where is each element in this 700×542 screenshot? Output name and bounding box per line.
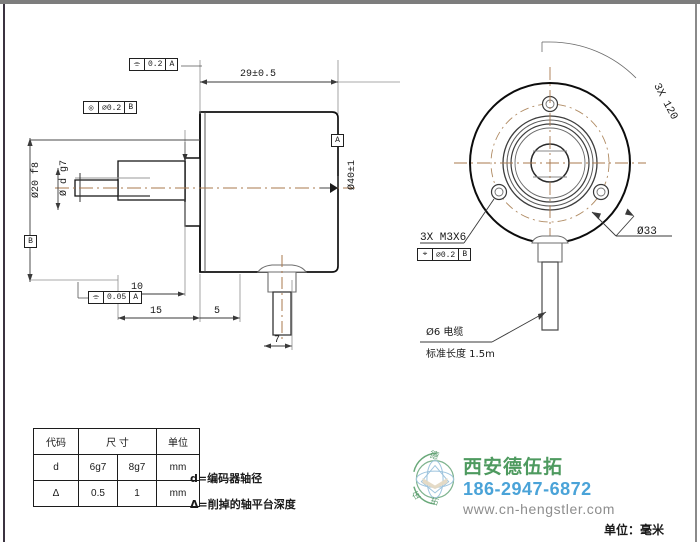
cell-dim2: 1: [117, 480, 157, 507]
fcf-perpendicularity-top: ⌯ 0.2 A: [129, 58, 179, 71]
annotation-bolt-circle: Ø33: [637, 226, 657, 238]
svg-text:拓: 拓: [429, 495, 440, 507]
dim-shaft-length: 10: [131, 282, 144, 293]
dim-cable-exit-offset: 7: [274, 335, 281, 346]
table-header-dimension: 尺 寸: [78, 428, 157, 455]
unit-note: 单位：毫米: [604, 523, 665, 537]
annotation-cable-length: 标准长度 1.5m: [426, 349, 495, 360]
cell-dim1: 6g7: [78, 454, 118, 481]
spec-table: 代码 尺 寸 单位 d 6g7 8g7 mm Δ 0.5 1 mm: [33, 428, 200, 507]
svg-text:伍: 伍: [410, 489, 422, 502]
datum-b-box: B: [24, 235, 37, 248]
dim-flange-diameter: Ø20 f8: [31, 161, 42, 198]
company-phone: 186-2947-6872: [463, 479, 592, 499]
table-header-row: 代码 尺 寸 单位: [33, 428, 200, 455]
fcf-datum: A: [133, 293, 139, 302]
fcf-runout: ◎ ⌀0.2 B: [83, 101, 138, 114]
dim-shaft-diameter: Ø d g7: [59, 159, 70, 196]
table-row: d 6g7 8g7 mm: [33, 454, 200, 481]
fcf-tolerance: ⌀0.2: [433, 249, 460, 260]
sheet-border-left: [3, 4, 5, 542]
dim-body-diameter: Ø40±1: [347, 159, 358, 190]
fcf-position: ⌖ ⌀0.2 B: [417, 248, 472, 261]
dim-overall-length: 29±0.5: [240, 69, 277, 80]
fcf-symbol-perpendicularity: ⌯: [89, 292, 104, 303]
cell-code: d: [33, 454, 79, 481]
cell-dim1: 0.5: [78, 480, 118, 507]
datum-a-box: A: [331, 134, 344, 147]
fcf-datum: B: [128, 103, 134, 112]
company-logo-icon: 德 伍 拓: [410, 448, 455, 507]
fcf-symbol-position: ⌖: [418, 249, 433, 260]
fcf-symbol-perpendicularity: ⌯: [130, 59, 145, 70]
left-view-geometry: [27, 60, 400, 350]
fcf-tolerance: 0.2: [145, 59, 167, 70]
sheet-border-top: [0, 0, 700, 4]
table-note-delta: Δ=削掉的轴平台深度: [190, 498, 296, 511]
company-website: www.cn-hengstler.com: [463, 501, 616, 517]
fcf-datum: B: [462, 250, 468, 259]
table-row: Δ 0.5 1 mm: [33, 480, 200, 507]
dim-flange-to-shaft: 15: [150, 306, 163, 317]
fcf-perpendicularity-bottom: ⌯ 0.05 A: [88, 291, 143, 304]
cell-code: Δ: [33, 480, 79, 507]
cell-dim2: 8g7: [117, 454, 157, 481]
fcf-tolerance: 0.05: [104, 292, 131, 303]
fcf-symbol-runout: ◎: [84, 102, 99, 113]
annotation-cable-diameter: Ø6 电缆: [426, 327, 464, 338]
table-header-code: 代码: [33, 428, 79, 455]
svg-text:德: 德: [428, 448, 441, 462]
annotation-thread-callout: 3X M3X6: [420, 232, 467, 244]
right-view-geometry: [420, 41, 672, 343]
table-header-unit: 单位: [156, 428, 200, 455]
fcf-datum: A: [169, 60, 175, 69]
dim-flange-thickness: 5: [214, 306, 221, 317]
table-note-d: d=编码器轴径: [190, 472, 263, 485]
cell-unit: mm: [156, 480, 200, 507]
company-name: 西安德伍拓: [463, 456, 564, 478]
fcf-tolerance: ⌀0.2: [99, 102, 126, 113]
mounting-holes: [490, 95, 610, 201]
sheet-border-right: [695, 4, 697, 542]
